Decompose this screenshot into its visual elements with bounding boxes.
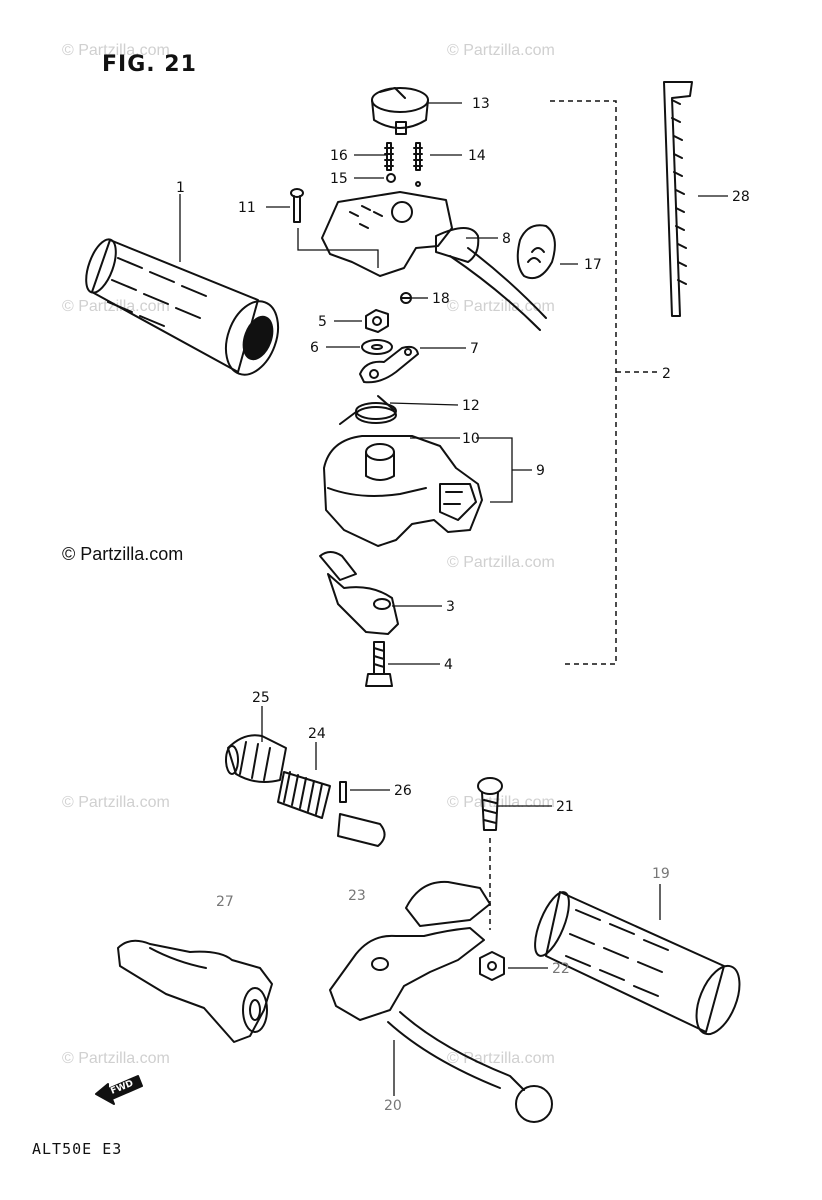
callout-18: 18 bbox=[432, 291, 450, 307]
switch-knob-part bbox=[371, 87, 429, 135]
callout-24: 24 bbox=[308, 726, 326, 742]
callout-19: 19 bbox=[652, 866, 670, 882]
callout-12: 12 bbox=[462, 398, 480, 414]
callout-15: 15 bbox=[330, 171, 348, 187]
callout-3: 3 bbox=[446, 599, 455, 615]
lever-part bbox=[329, 880, 553, 1123]
dashed-group-brackets bbox=[489, 100, 660, 930]
nut-part bbox=[365, 309, 389, 333]
watermark: © Partzilla.com bbox=[62, 298, 170, 315]
callout-25: 25 bbox=[252, 690, 270, 706]
coil-spring-part bbox=[277, 771, 331, 819]
bracket-part bbox=[319, 551, 399, 635]
pin-parts bbox=[384, 142, 423, 187]
callout-6: 6 bbox=[310, 340, 319, 356]
switch-housing-lower-part bbox=[323, 435, 483, 547]
grommet-part bbox=[516, 224, 556, 280]
callout-26: 26 bbox=[394, 783, 412, 799]
callout-13: 13 bbox=[472, 96, 490, 112]
copyright-text: © Partzilla.com bbox=[62, 544, 184, 564]
callout-28: 28 bbox=[732, 189, 750, 205]
watermark: © Partzilla.com bbox=[447, 42, 555, 59]
cable-tie-part bbox=[663, 81, 693, 317]
callout-27: 27 bbox=[216, 894, 234, 910]
watermark: © Partzilla.com bbox=[447, 794, 555, 811]
watermark: © Partzilla.com bbox=[447, 1050, 555, 1067]
callout-labels: 1 2 3 4 5 6 7 8 9 10 11 12 13 14 15 16 1… bbox=[109, 96, 749, 1114]
callout-4: 4 bbox=[444, 657, 453, 673]
switch-housing-upper-part bbox=[321, 191, 547, 331]
callout-16: 16 bbox=[330, 148, 348, 164]
callout-2: 2 bbox=[662, 366, 671, 382]
grip-right-part bbox=[534, 891, 741, 1036]
spring-part bbox=[339, 395, 397, 425]
lever-holder-part bbox=[117, 939, 273, 1043]
screw-part bbox=[290, 188, 304, 223]
leader-lines bbox=[179, 102, 728, 1096]
forward-arrow-icon bbox=[95, 1075, 143, 1105]
terminal-plate-part bbox=[359, 345, 419, 384]
callout-21: 21 bbox=[556, 799, 574, 815]
washer-part bbox=[361, 339, 393, 355]
bolt-21-part bbox=[477, 777, 503, 831]
callout-7: 7 bbox=[470, 341, 479, 357]
grip-left-part bbox=[85, 238, 280, 376]
callout-22: 22 bbox=[552, 961, 570, 977]
watermark: © Partzilla.com bbox=[62, 42, 170, 59]
watermark: © Partzilla.com bbox=[447, 554, 555, 571]
figure-title: FIG. 21 bbox=[102, 52, 197, 77]
model-code: ALT50E E3 bbox=[32, 1140, 123, 1158]
nut-22-part bbox=[479, 951, 505, 981]
callout-11: 11 bbox=[238, 200, 256, 216]
callout-8: 8 bbox=[502, 231, 511, 247]
bolt-part bbox=[365, 641, 393, 687]
callout-1: 1 bbox=[176, 180, 185, 196]
pin-26-part bbox=[339, 781, 347, 803]
watermark: © Partzilla.com bbox=[62, 1050, 170, 1067]
small-screw-part bbox=[400, 292, 412, 304]
watermark: © Partzilla.com bbox=[62, 794, 170, 811]
callout-20: 20 bbox=[384, 1098, 402, 1114]
callout-10: 10 bbox=[462, 431, 480, 447]
callout-14: 14 bbox=[468, 148, 486, 164]
callout-9: 9 bbox=[536, 463, 545, 479]
boot-part bbox=[225, 734, 287, 783]
callout-17: 17 bbox=[584, 257, 602, 273]
callout-23: 23 bbox=[348, 888, 366, 904]
callout-5: 5 bbox=[318, 314, 327, 330]
shaft-pin-part bbox=[337, 813, 386, 847]
watermark: © Partzilla.com bbox=[447, 298, 555, 315]
